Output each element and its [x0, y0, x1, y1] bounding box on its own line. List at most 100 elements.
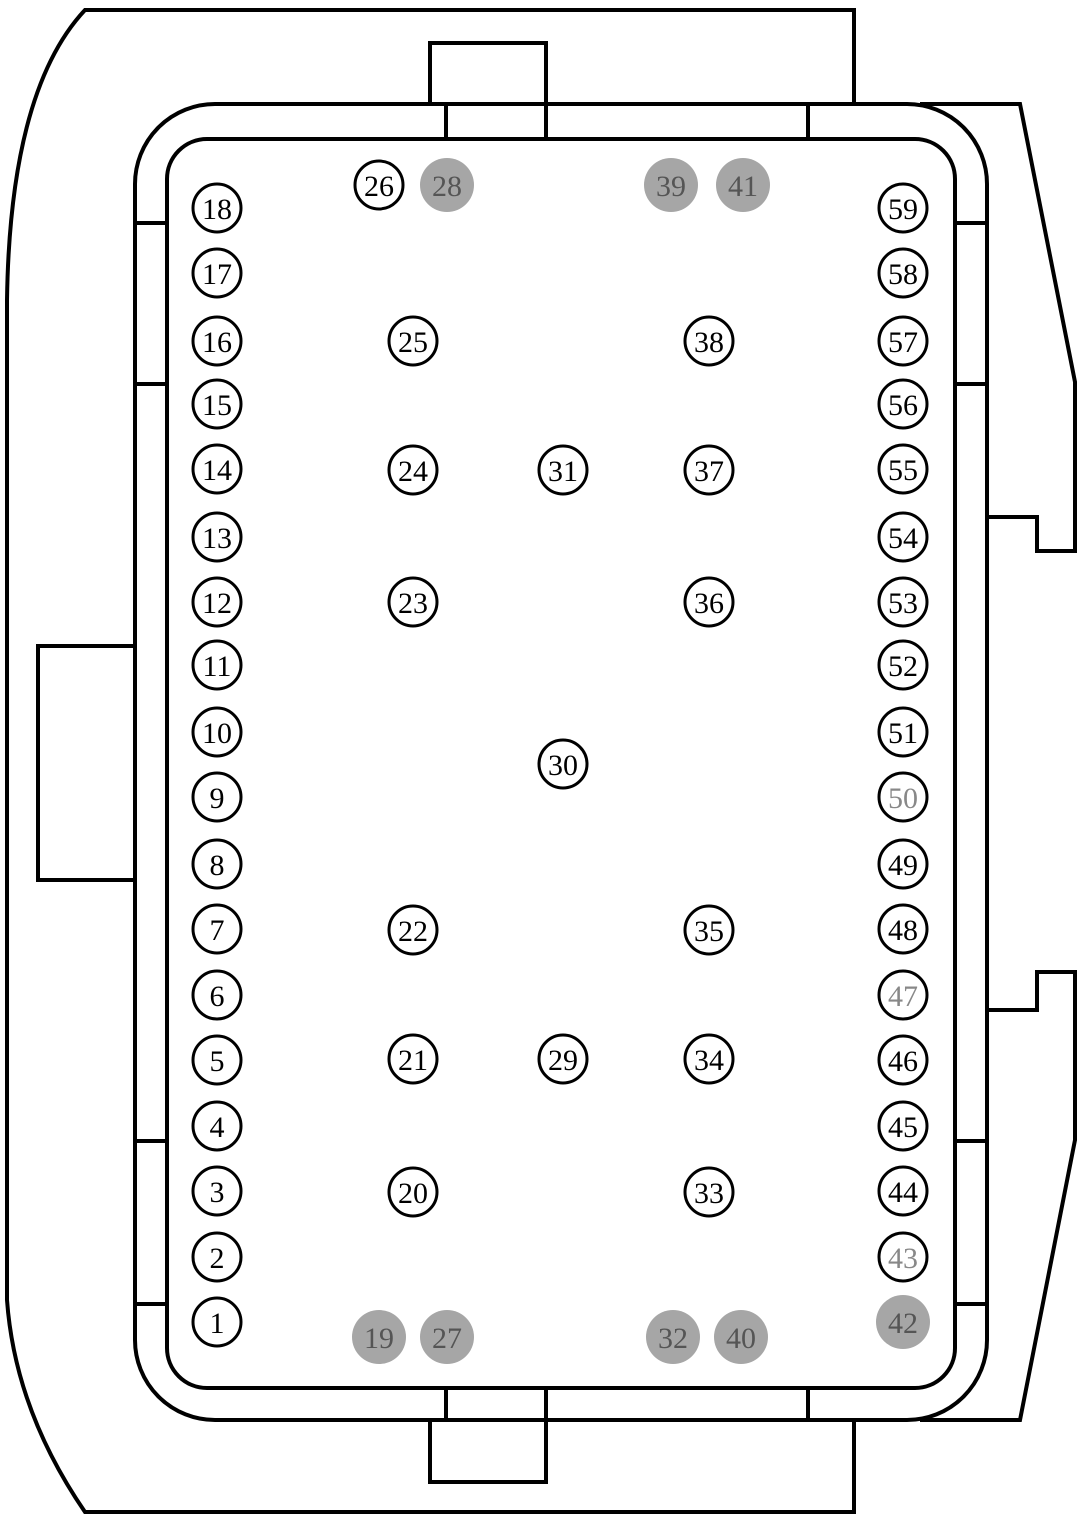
pin-19-label: 19 — [364, 1322, 394, 1355]
pin-2-marker — [191, 1231, 243, 1283]
pin-13-label: 13 — [202, 522, 232, 555]
pin-34-label: 34 — [694, 1044, 724, 1077]
pin-24-label: 24 — [398, 455, 428, 488]
pin-23: 23 — [387, 576, 439, 628]
right-flange — [920, 102, 1077, 553]
pin-34-marker — [683, 1033, 735, 1085]
pin-39-marker — [644, 158, 698, 212]
pin-30: 30 — [537, 738, 589, 790]
pin-4: 4 — [191, 1100, 243, 1152]
pin-22: 22 — [387, 904, 439, 956]
pin-53: 53 — [877, 576, 929, 628]
pin-29-label: 29 — [548, 1044, 578, 1077]
pin-22-marker — [387, 904, 439, 956]
pin-16-marker — [191, 315, 243, 367]
mid-frame — [133, 102, 989, 1422]
pin-6-label: 6 — [210, 980, 225, 1013]
pin-17-marker — [191, 247, 243, 299]
pin-30-label: 30 — [548, 749, 578, 782]
pin-39-label: 39 — [656, 170, 686, 203]
pin-54-marker — [877, 511, 929, 563]
pin-43-label: 43 — [888, 1242, 918, 1275]
pin-46-marker — [877, 1034, 929, 1086]
pin-30-marker — [537, 738, 589, 790]
pin-17-label: 17 — [202, 258, 232, 291]
left-rib-ticks — [135, 221, 167, 1306]
pin-25: 25 — [387, 315, 439, 367]
outer-shell-outline — [5, 8, 856, 1514]
pin-12-label: 12 — [202, 587, 232, 620]
right-rib-ticks — [955, 221, 987, 1306]
pin-44-marker — [877, 1165, 929, 1217]
pin-25-marker — [387, 315, 439, 367]
pin-26: 26 — [353, 159, 405, 211]
pin-54: 54 — [877, 511, 929, 563]
pin-45-label: 45 — [888, 1111, 918, 1144]
pin-36-label: 36 — [694, 587, 724, 620]
pin-23-marker — [387, 576, 439, 628]
pin-24: 24 — [387, 444, 439, 496]
pin-21: 21 — [387, 1033, 439, 1085]
pin-28-marker — [420, 158, 474, 212]
pin-47: 47 — [877, 969, 929, 1021]
pin-8-marker — [191, 838, 243, 890]
pin-25-label: 25 — [398, 326, 428, 359]
pin-52-label: 52 — [888, 650, 918, 683]
pin-19: 19 — [352, 1310, 406, 1364]
pin-48-marker — [877, 903, 929, 955]
pin-18-marker — [191, 182, 243, 234]
pin-12-marker — [191, 576, 243, 628]
pin-37: 37 — [683, 444, 735, 496]
pin-28-label: 28 — [432, 170, 462, 203]
pin-57-marker — [877, 315, 929, 367]
pin-31-label: 31 — [548, 455, 578, 488]
pin-14-marker — [191, 443, 243, 495]
pin-1: 1 — [191, 1296, 243, 1348]
pin-32-marker — [646, 1310, 700, 1364]
right-flange-lower — [920, 970, 1077, 1422]
pin-7: 7 — [191, 903, 243, 955]
pin-31: 31 — [537, 444, 589, 496]
pin-26-label: 26 — [364, 170, 394, 203]
pin-33-label: 33 — [694, 1177, 724, 1210]
top-latch — [428, 41, 548, 104]
pin-layer: 1234567891011121314151617181920212223242… — [191, 158, 930, 1364]
pin-45: 45 — [877, 1100, 929, 1152]
pin-9-label: 9 — [210, 782, 225, 815]
pin-27-label: 27 — [432, 1322, 462, 1355]
pin-31-marker — [537, 444, 589, 496]
pin-44: 44 — [877, 1165, 929, 1217]
pin-37-label: 37 — [694, 455, 724, 488]
pin-52: 52 — [877, 639, 929, 691]
pin-59-marker — [877, 182, 929, 234]
pin-48: 48 — [877, 903, 929, 955]
pin-32-label: 32 — [658, 1322, 688, 1355]
pin-50: 50 — [877, 771, 929, 823]
pin-6-marker — [191, 969, 243, 1021]
pin-55-label: 55 — [888, 454, 918, 487]
pin-54-label: 54 — [888, 522, 918, 555]
pin-55-marker — [877, 443, 929, 495]
pin-51-label: 51 — [888, 717, 918, 750]
pin-40-label: 40 — [726, 1322, 756, 1355]
pin-38: 38 — [683, 315, 735, 367]
pin-9-marker — [191, 771, 243, 823]
pin-49: 49 — [877, 838, 929, 890]
pin-23-label: 23 — [398, 587, 428, 620]
pin-9: 9 — [191, 771, 243, 823]
pin-59: 59 — [877, 182, 929, 234]
inner-cavity — [165, 137, 957, 1390]
pin-18: 18 — [191, 182, 243, 234]
pin-11-marker — [191, 639, 243, 691]
pin-47-label: 47 — [888, 980, 918, 1013]
pin-10-label: 10 — [202, 717, 232, 750]
pin-33-marker — [683, 1166, 735, 1218]
pin-41-label: 41 — [728, 170, 758, 203]
pin-3-label: 3 — [210, 1176, 225, 1209]
pin-8: 8 — [191, 838, 243, 890]
pin-5: 5 — [191, 1034, 243, 1086]
pin-59-label: 59 — [888, 193, 918, 226]
pin-56-label: 56 — [888, 389, 918, 422]
pin-40: 40 — [714, 1310, 768, 1364]
pin-4-marker — [191, 1100, 243, 1152]
